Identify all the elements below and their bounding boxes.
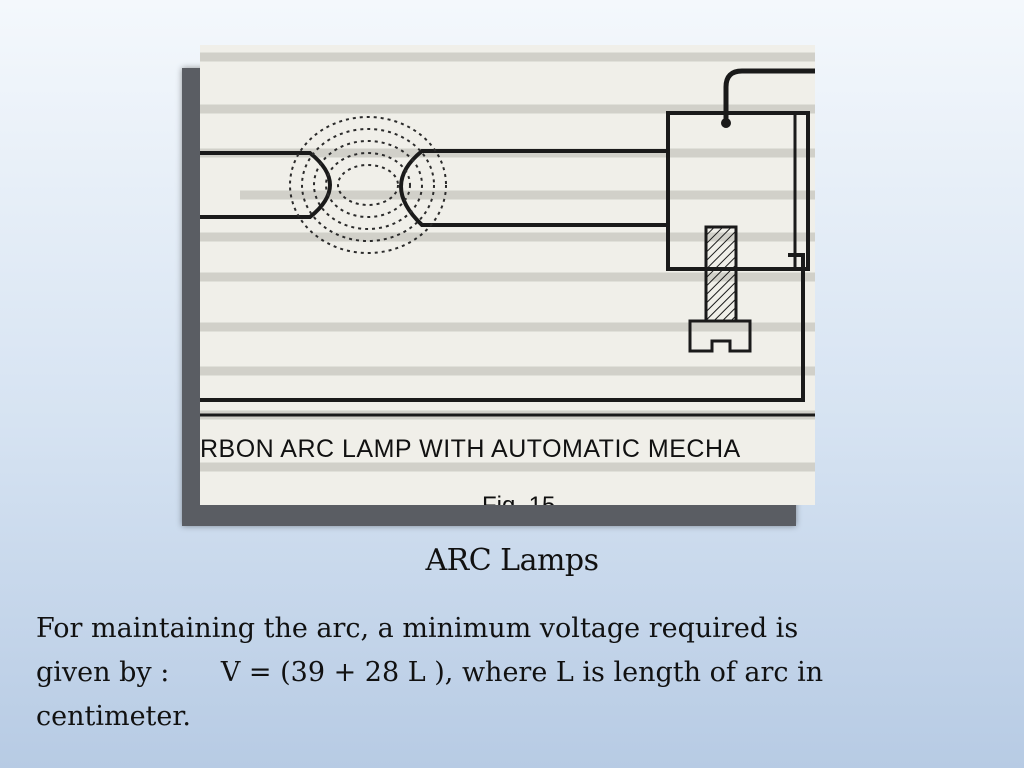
mechanism-box [666, 111, 810, 271]
right-carbon-electrode [399, 149, 670, 227]
body-line-3: centimeter. [36, 701, 191, 732]
screw-base [688, 319, 752, 353]
slide-body-text: For maintaining the arc, a minimum volta… [36, 607, 986, 739]
figure-caption: RBON ARC LAMP WITH AUTOMATIC MECHA [200, 435, 741, 463]
arc-glow [289, 116, 447, 254]
supply-wire-top [723, 68, 815, 123]
body-line-1: For maintaining the arc, a minimum volta… [36, 613, 799, 644]
body-line-2: given by : V = (39 + 28 L ), where L is … [36, 657, 824, 688]
solenoid-core [704, 225, 738, 323]
left-carbon-electrode [200, 151, 332, 219]
carbon-arc-lamp-figure: RBON ARC LAMP WITH AUTOMATIC MECHA Fig. … [200, 45, 815, 505]
supply-wire-right [200, 253, 805, 402]
figure-label: Fig. 15 [482, 492, 555, 505]
slide-title: ARC Lamps [425, 543, 599, 578]
